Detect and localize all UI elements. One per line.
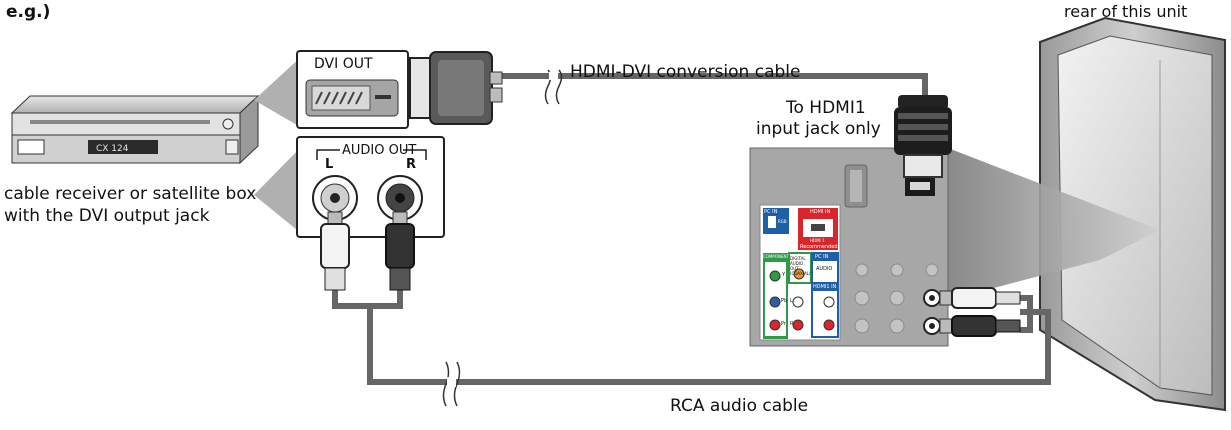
dvi-pointer bbox=[254, 56, 302, 128]
audio-out-right-label: R bbox=[406, 157, 417, 172]
hdmi1-in-box bbox=[811, 282, 839, 338]
device-display-text: CX 124 bbox=[96, 144, 129, 154]
hdmi-plug bbox=[894, 95, 952, 178]
tv-y-label: Y bbox=[782, 272, 786, 278]
tv-recommended-label: Recommended bbox=[800, 244, 838, 250]
zoom-beam bbox=[948, 148, 1160, 300]
audio-out-left-label: L bbox=[325, 157, 334, 172]
tv-l-label: L bbox=[790, 298, 793, 304]
tv-rear bbox=[1039, 16, 1226, 412]
tv-terminal-panel bbox=[749, 147, 949, 347]
source-device-label-line2: with the DVI output jack bbox=[4, 206, 210, 226]
hdmi-dvi-cable bbox=[500, 73, 928, 95]
tv-hdmi-in-label: HDMI IN bbox=[810, 209, 831, 215]
dvi-out-panel bbox=[296, 50, 409, 129]
source-device-label-line1: cable receiver or satellite box bbox=[4, 184, 257, 204]
source-device: CX 124 bbox=[10, 94, 260, 165]
rca-audio-cable bbox=[332, 290, 1051, 385]
tv-hdmi1-label: HDMI 1 bbox=[810, 238, 825, 243]
hdmi-note-line1: To HDMI1 bbox=[786, 98, 866, 118]
hdmi-dvi-cable-label: HDMI-DVI conversion cable bbox=[570, 62, 801, 82]
hdmi-note-line2: input jack only bbox=[756, 119, 881, 139]
tv-r-label: R bbox=[790, 321, 794, 327]
tv-rgb-label: RGB bbox=[778, 219, 787, 224]
tv-pr-label: Pr bbox=[781, 321, 786, 327]
audio-out-label: AUDIO OUT bbox=[342, 143, 417, 158]
tv-pc-in-label: PC IN bbox=[764, 209, 778, 215]
tv-digital-audio-label: DIGITAL AUDIO OUT (COAXIAL) bbox=[790, 256, 811, 276]
example-label: e.g.) bbox=[6, 2, 51, 22]
source-rca-plugs bbox=[320, 211, 415, 291]
tv-audio-label: AUDIO bbox=[816, 266, 833, 272]
dvi-out-label: DVI OUT bbox=[314, 56, 373, 72]
tv-pc-in-audio-label: PC IN bbox=[815, 254, 829, 260]
tv-rca-plugs bbox=[939, 287, 1021, 337]
rca-audio-cable-label: RCA audio cable bbox=[670, 396, 809, 416]
tv-hdmi1-in-label: HDMI1 IN bbox=[813, 284, 837, 290]
audio-pointer bbox=[254, 146, 302, 234]
tv-component-label: COMPONENT bbox=[763, 254, 789, 259]
tv-pb-label: Pb bbox=[781, 298, 788, 304]
tv-label: rear of this unit bbox=[1064, 2, 1188, 21]
dvi-plug bbox=[409, 51, 503, 125]
